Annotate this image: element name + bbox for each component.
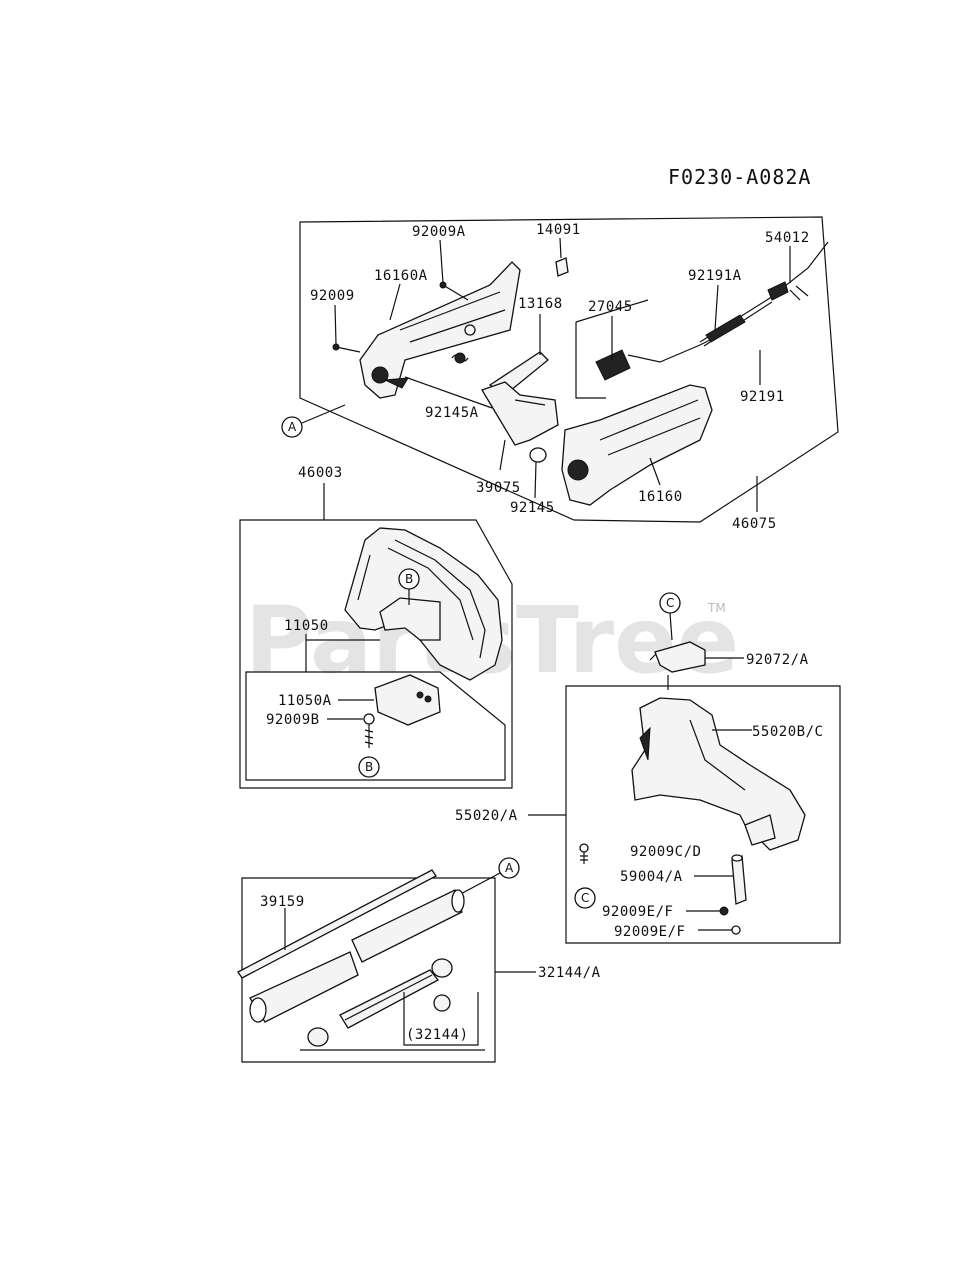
label-54012: 54012: [765, 230, 810, 246]
label-14091: 14091: [536, 222, 581, 238]
label-13168: 13168: [518, 296, 563, 312]
callout-b-top: B: [398, 568, 420, 605]
screw-92009CD: [579, 843, 589, 864]
grip-55020: [631, 697, 806, 851]
label-39159: 39159: [260, 894, 305, 910]
sleeve-59004: [731, 854, 747, 905]
plate-92072: [649, 641, 744, 673]
housing-group-outline: [299, 216, 839, 523]
handle-housing-right: [561, 384, 713, 506]
label-16160A: 16160A: [374, 268, 428, 284]
label-92009: 92009: [310, 288, 355, 304]
label-92191: 92191: [740, 389, 785, 405]
label-92145: 92145: [510, 500, 555, 516]
label-11050: 11050: [284, 618, 329, 634]
shaft-tube: [249, 889, 465, 1023]
grip-group-outline: [565, 685, 841, 944]
svg-text:B: B: [405, 572, 413, 586]
screw-92009A: [439, 281, 469, 301]
spring-92145A: [451, 352, 469, 364]
leaders-loop: [305, 634, 380, 720]
bolt-92009B: [363, 713, 375, 748]
screw-92009: [332, 343, 361, 353]
clip-14091: [555, 257, 569, 277]
shaft-group-outline: [241, 877, 496, 1063]
label-92009CD: 92009C/D: [630, 844, 701, 860]
handle-housing-left: [359, 261, 521, 399]
callout-c-top: C: [659, 592, 681, 641]
svg-text:C: C: [666, 596, 674, 610]
sub-assembly-bracket: [403, 992, 479, 1046]
label-92009EF-2: 92009E/F: [614, 924, 685, 940]
label-27045: 27045: [588, 299, 633, 315]
label-92009A: 92009A: [412, 224, 466, 240]
label-92009B: 92009B: [266, 712, 320, 728]
figure-code: F0230-A082A: [668, 165, 811, 189]
ring-92145: [529, 447, 547, 463]
liner-strip: [339, 969, 439, 1029]
label-92072A: 92072/A: [746, 652, 809, 668]
label-92009EF-1: 92009E/F: [602, 904, 673, 920]
svg-text:B: B: [365, 760, 373, 774]
drive-shaft-39159: [237, 869, 437, 979]
label-46003: 46003: [298, 465, 343, 481]
label-92145A: 92145A: [425, 405, 479, 421]
label-39075: 39075: [476, 480, 521, 496]
clamp-11050A: [374, 674, 441, 726]
svg-text:A: A: [505, 861, 514, 875]
callout-b-bottom: B: [358, 756, 380, 778]
label-55020BC: 55020B/C: [752, 724, 823, 740]
svg-text:C: C: [581, 891, 589, 905]
label-92191A: 92191A: [688, 268, 742, 284]
loop-handle-group-outline: [239, 519, 513, 789]
label-32144-paren: (32144): [406, 1027, 469, 1043]
label-59004A: 59004/A: [620, 869, 683, 885]
label-32144A: 32144/A: [538, 965, 601, 981]
label-55020A: 55020/A: [455, 808, 518, 824]
label-46075: 46075: [732, 516, 777, 532]
callout-a-top: A: [281, 404, 346, 438]
leaders-top: [334, 237, 791, 512]
screw-92009EF-lower: [698, 925, 741, 935]
throttle-cable: [699, 241, 829, 347]
label-16160: 16160: [638, 489, 683, 505]
label-11050A: 11050A: [278, 693, 332, 709]
loop-handle: [344, 527, 503, 681]
svg-text:A: A: [288, 420, 297, 434]
watermark-tm: TM: [707, 601, 726, 615]
callout-c-bottom: C: [574, 887, 596, 909]
screw-92009EF-upper: [686, 906, 729, 916]
lever-39075: [481, 381, 559, 446]
bushings: [307, 958, 453, 1047]
